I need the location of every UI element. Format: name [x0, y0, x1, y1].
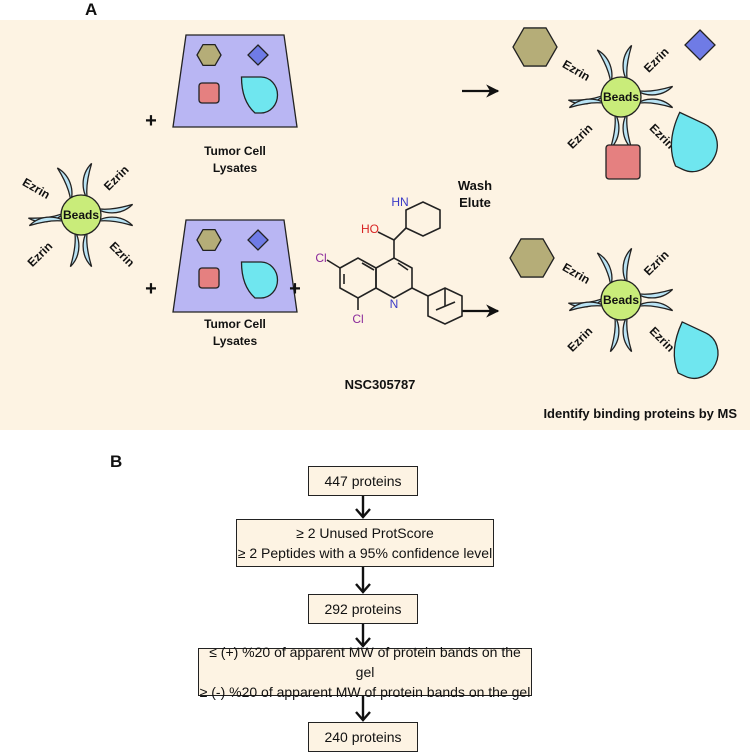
hexagon-protein [512, 27, 558, 67]
hexagon-protein [196, 228, 222, 252]
panel-b-letter: B [110, 452, 123, 471]
atom-cl: Cl [352, 312, 363, 326]
atom-cl: Cl [315, 251, 326, 265]
elute-label: Elute [459, 195, 491, 210]
tumor-lysate-container [172, 34, 298, 128]
wash-label: Wash [458, 178, 492, 193]
flow-step-text: ≥ 2 Peptides with a 95% confidence level [237, 545, 493, 561]
bond [411, 287, 429, 297]
beads-circle [600, 76, 642, 118]
identify-label: Identify binding proteins by MS [543, 406, 737, 421]
plus-sign: + [145, 110, 157, 132]
diamond-protein [684, 29, 716, 61]
flow-step-text: 447 proteins [324, 473, 402, 489]
nsc305787-structure [326, 201, 463, 325]
lysate-label-line1: Tumor Cell [204, 144, 266, 158]
flow-arrow [355, 624, 371, 648]
atom-ho: HO [361, 222, 379, 236]
bond [361, 262, 375, 271]
beads-label: Beads [63, 208, 99, 222]
flow-arrow-head [355, 583, 371, 594]
flow-step-box: 447 proteins [308, 466, 418, 496]
bond [397, 262, 409, 271]
bond [435, 301, 456, 311]
diamond-protein [247, 229, 269, 251]
drop-protein [240, 76, 279, 114]
flow-arrow [355, 496, 371, 519]
diamond-protein [247, 44, 269, 66]
lysate-label-line1: Tumor Cell [204, 317, 266, 331]
bond [377, 231, 395, 241]
atom-nh: HN [391, 195, 408, 209]
flow-step-text: 292 proteins [324, 601, 402, 617]
beads-label: Beads [603, 293, 639, 307]
flow-arrow-head [355, 508, 371, 519]
plus-sign: + [289, 278, 301, 300]
flow-arrow [355, 696, 371, 722]
beads-circle [600, 279, 642, 321]
flow-arrow-head [355, 637, 371, 648]
beads-circle [60, 194, 102, 236]
bond [393, 227, 407, 241]
drop-protein [673, 321, 719, 379]
flow-step-box: 240 proteins [308, 722, 418, 752]
tumor-lysate-container [172, 219, 298, 313]
square-protein [198, 82, 220, 104]
flow-step-text: 240 proteins [324, 729, 402, 745]
hexagon-protein [509, 238, 555, 278]
flow-step-text: ≤ (+) %20 of apparent MW of protein band… [209, 644, 521, 680]
bond [326, 259, 341, 269]
atom-n: N [390, 297, 399, 311]
hexagon-protein [196, 43, 222, 67]
flow-step-text: ≥ (-) %20 of apparent MW of protein band… [199, 684, 531, 700]
lysate-label-line2: Lysates [213, 161, 258, 175]
flow-arrow [355, 567, 371, 594]
drop-protein [670, 111, 718, 173]
flow-step-box: ≥ 2 Unused ProtScore ≥ 2 Peptides with a … [236, 519, 494, 567]
square-protein [198, 267, 220, 289]
square-protein [605, 144, 641, 180]
compound-name: NSC305787 [345, 377, 416, 392]
beads-label: Beads [603, 90, 639, 104]
flow-step-text: ≥ 2 Unused ProtScore [296, 525, 434, 541]
flow-step-box: 292 proteins [308, 594, 418, 624]
flow-arrow-head [355, 711, 371, 722]
drop-protein [240, 261, 279, 299]
flow-step-box: ≤ (+) %20 of apparent MW of protein band… [198, 644, 532, 700]
plus-sign: + [145, 278, 157, 300]
panel-a-letter: A [85, 0, 98, 19]
bond [405, 201, 441, 237]
lysate-label-line2: Lysates [213, 334, 258, 348]
